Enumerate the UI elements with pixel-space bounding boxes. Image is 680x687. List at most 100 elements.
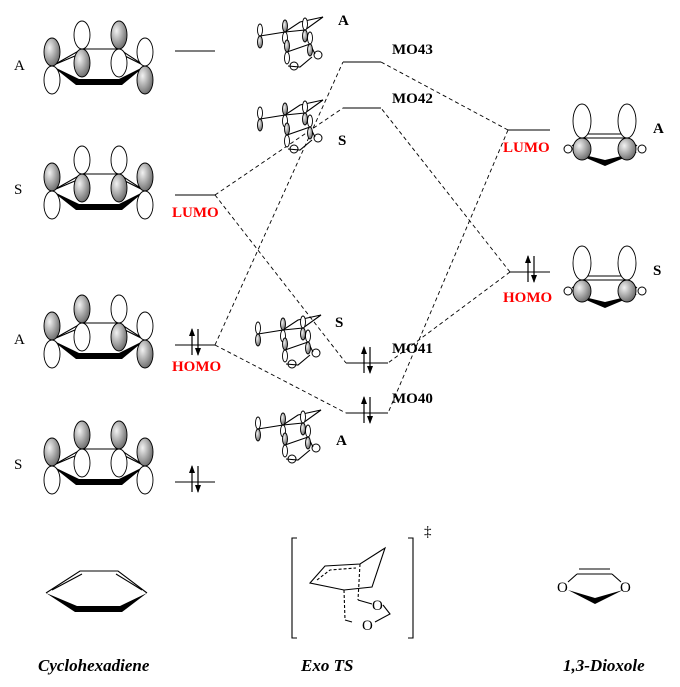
line-homo-mo43 <box>214 61 344 346</box>
orbital-lobe <box>255 333 261 347</box>
orbital-lobe <box>617 103 637 139</box>
line-lumo-mo42 <box>214 107 344 196</box>
orbital-lobe <box>136 437 154 467</box>
correlation-lines <box>214 61 511 414</box>
orbital-lobe <box>73 48 91 78</box>
line-lumo-mo41 <box>214 194 347 364</box>
dioxole-structure: O O <box>557 568 631 604</box>
dioxole-orbital-1 <box>563 103 647 166</box>
exo-ts-structure: ‡ O O <box>291 524 432 639</box>
cyclohexadiene-orbitals <box>43 20 154 495</box>
electron-pair-icon <box>361 346 373 374</box>
orbital-lobe <box>284 51 290 65</box>
orbital-lobe <box>136 37 154 67</box>
orbital-lobe <box>572 137 592 161</box>
orbital-lobe <box>136 65 154 95</box>
orbital-lobe <box>282 349 288 363</box>
orbital-lobe <box>73 145 91 175</box>
right-homo-label: HOMO <box>503 290 552 306</box>
electron-pair-icon <box>189 465 201 493</box>
orbital-lobe <box>280 412 286 426</box>
ts-orbital-2 <box>257 99 324 154</box>
orbital-lobe <box>617 137 637 161</box>
svg-text:O: O <box>620 580 631 596</box>
line-rhomo-mo41 <box>387 271 511 364</box>
orbital-lobe <box>280 317 286 331</box>
line-rlumo-mo40 <box>387 129 509 414</box>
caption-exo-ts: Exo TS <box>300 656 353 675</box>
right-lumo-label: LUMO <box>503 140 550 156</box>
orbital-lobe <box>255 321 261 335</box>
orbital-lobe <box>302 29 308 43</box>
sym-label-left-2: S <box>14 182 22 198</box>
cyclohexadiene-structure <box>45 570 148 612</box>
ts-orbital-1 <box>257 16 324 71</box>
orbital-lobe <box>43 437 61 467</box>
electron-pairs <box>189 255 537 493</box>
orbital-lobe <box>307 31 313 45</box>
orbital-lobe <box>282 19 288 33</box>
orbital-lobe <box>110 173 128 203</box>
ts-orbital-3 <box>255 314 322 369</box>
mo41-label: MO41 <box>392 341 433 357</box>
orbital-lobe <box>73 294 91 324</box>
orbital-lobe <box>43 339 61 369</box>
orbital-lobe <box>572 103 592 139</box>
orbital-lobe <box>300 315 306 329</box>
orbital-lobe <box>110 448 128 478</box>
orbital-lobe <box>305 436 311 450</box>
orbital-lobe <box>302 17 308 31</box>
energy-levels <box>175 50 550 483</box>
orbital-lobe <box>307 126 313 140</box>
orbital-lobe <box>73 420 91 450</box>
left-lumo-label: LUMO <box>172 205 219 221</box>
orbital-lobe <box>257 23 263 37</box>
cyclohexadiene-orbital-2 <box>43 145 154 220</box>
orbital-lobe <box>300 422 306 436</box>
caption-dioxole: 1,3-Dioxole <box>563 656 645 675</box>
sym-label-right-2: S <box>653 263 661 279</box>
orbital-lobe <box>284 39 290 53</box>
orbital-lobe <box>305 329 311 343</box>
orbital-lobe <box>617 245 637 281</box>
electron-pair-icon <box>189 328 201 356</box>
caption-cyclohexadiene: Cyclohexadiene <box>38 656 150 675</box>
dioxole-orbital-2 <box>563 245 647 308</box>
orbital-lobe <box>136 339 154 369</box>
orbital-lobe <box>110 294 128 324</box>
orbital-lobe <box>110 145 128 175</box>
orbital-lobe <box>136 190 154 220</box>
ts-double-dagger: ‡ <box>424 524 432 540</box>
ts-orbital-4 <box>255 409 322 464</box>
orbital-lobe <box>284 122 290 136</box>
orbital-lobe <box>136 465 154 495</box>
svg-text:O: O <box>362 618 373 634</box>
sym-label-ts-2: S <box>338 133 346 149</box>
orbital-lobe <box>282 337 288 351</box>
orbital-lobe <box>73 448 91 478</box>
svg-text:O: O <box>372 598 383 614</box>
orbital-lobe <box>305 424 311 438</box>
sym-label-ts-3: S <box>335 315 343 331</box>
orbital-lobe <box>257 35 263 49</box>
line-rhomo-mo42 <box>380 107 511 273</box>
orbital-lobe <box>302 112 308 126</box>
orbital-lobe <box>43 190 61 220</box>
orbital-lobe <box>302 100 308 114</box>
mo43-label: MO43 <box>392 42 433 58</box>
orbital-lobe <box>43 37 61 67</box>
sym-label-ts-1: A <box>338 13 349 29</box>
orbital-lobe <box>43 311 61 341</box>
orbital-lobe <box>282 444 288 458</box>
orbital-lobe <box>136 311 154 341</box>
mo40-label: MO40 <box>392 391 433 407</box>
orbital-lobe <box>136 162 154 192</box>
orbital-lobe <box>255 416 261 430</box>
sym-label-left-4: S <box>14 457 22 473</box>
sym-label-ts-4: A <box>336 433 347 449</box>
orbital-lobe <box>110 20 128 50</box>
orbital-lobe <box>73 322 91 352</box>
sym-label-right-1: A <box>653 121 664 137</box>
orbital-lobe <box>305 341 311 355</box>
